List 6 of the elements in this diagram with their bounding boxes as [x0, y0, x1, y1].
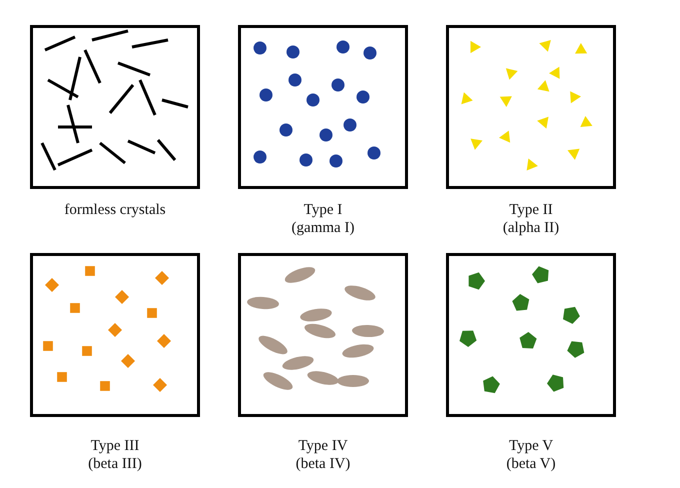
panel-caption: Type I (gamma I) [290, 201, 356, 237]
panel-caption: Type II (alpha II) [502, 201, 560, 237]
panel-caption: Type IV (beta IV) [294, 437, 352, 473]
panel-caption: Type III (beta III) [87, 437, 143, 473]
panel-caption: formless crystals [63, 201, 167, 219]
panel-caption: Type V (beta V) [505, 437, 557, 473]
